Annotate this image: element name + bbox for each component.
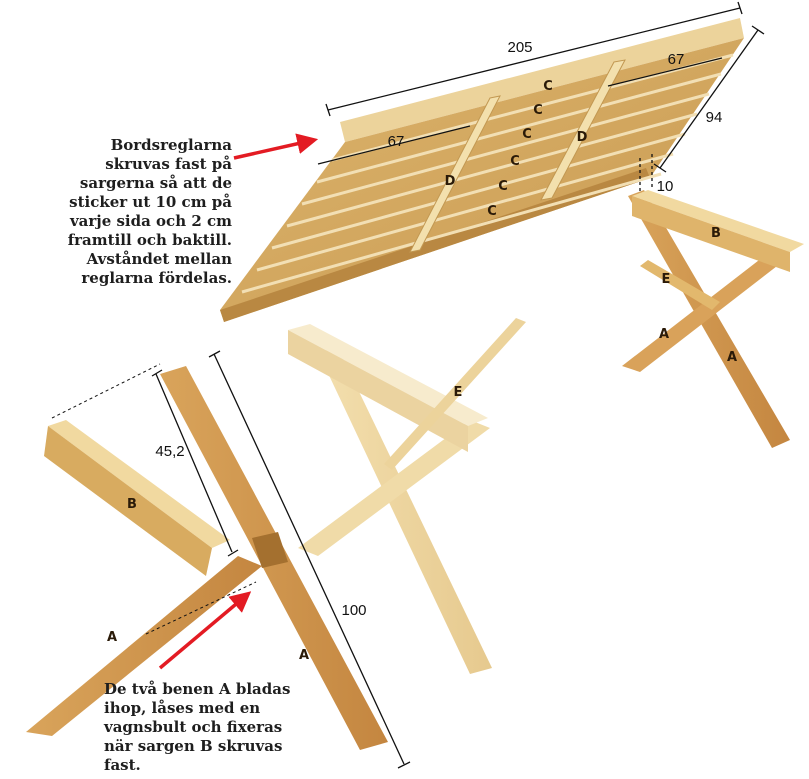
leg-assembly-middle xyxy=(288,318,526,674)
dim-lines-left xyxy=(151,350,411,769)
label-slat-1: C xyxy=(543,79,553,94)
apron-b-right-top xyxy=(632,190,804,252)
label-leg-left-2: A xyxy=(299,648,309,663)
leg-a-right-back xyxy=(628,190,790,448)
label-slat-6: C xyxy=(487,204,497,219)
table-top-assembly xyxy=(220,1,765,322)
label-slat-5: C xyxy=(498,179,508,194)
arrow-top-note xyxy=(233,133,319,160)
alignment-dashes xyxy=(51,363,257,635)
dim-overhang: 10 xyxy=(657,178,674,195)
dim-table-width: 94 xyxy=(706,109,723,126)
label-slat-2: C xyxy=(533,103,543,118)
dim-brace-spacing-right: 67 xyxy=(668,51,685,68)
apron-b-middle-top xyxy=(288,324,488,426)
table-top-panel xyxy=(340,18,744,142)
diagonal-e-right xyxy=(640,260,720,310)
label-diagonal-middle: E xyxy=(454,385,463,400)
slat-gaps xyxy=(241,53,734,294)
note-bottom-instructions: De två benen A bladas ihop, låses med en… xyxy=(104,680,291,774)
table-top-surface xyxy=(220,38,744,322)
label-brace-left: D xyxy=(445,174,456,189)
label-leg-right-2: A xyxy=(727,350,737,365)
dim-leg-a-length: 100 xyxy=(341,602,366,619)
label-apron-right: B xyxy=(711,226,721,241)
leg-a-middle-back xyxy=(318,348,492,674)
leg-a-right-front xyxy=(622,250,790,372)
dim-table-length: 205 xyxy=(507,39,532,56)
label-slat-3: C xyxy=(522,127,532,142)
diagonal-e-middle xyxy=(384,318,526,470)
apron-b-right-face xyxy=(632,196,790,272)
dim-leg-b-length: 45,2 xyxy=(155,443,184,460)
label-leg-right-1: A xyxy=(659,327,669,342)
label-diagonal-right: E xyxy=(662,272,671,287)
dim-brace-spacing-left: 67 xyxy=(388,133,405,150)
label-slat-4: C xyxy=(510,154,520,169)
brace-d-right xyxy=(540,59,626,201)
leg-a-left-notch xyxy=(252,532,288,568)
leg-a-middle-front xyxy=(298,420,490,556)
label-apron-left: B xyxy=(127,497,137,512)
apron-b-left-top xyxy=(48,420,230,548)
leg-assembly-right xyxy=(622,190,804,448)
apron-b-left-face xyxy=(44,426,212,576)
leg-assembly-left xyxy=(26,350,411,769)
leg-a-left-lower xyxy=(26,556,262,736)
label-brace-right: D xyxy=(577,130,588,145)
note-top-instructions: Bordsreglarna skruvas fast på sargerna s… xyxy=(67,136,232,287)
dim-lines-top xyxy=(317,1,765,192)
brace-d-left xyxy=(409,95,501,253)
arrow-bottom-note xyxy=(158,591,252,670)
label-leg-left-1: A xyxy=(107,630,117,645)
